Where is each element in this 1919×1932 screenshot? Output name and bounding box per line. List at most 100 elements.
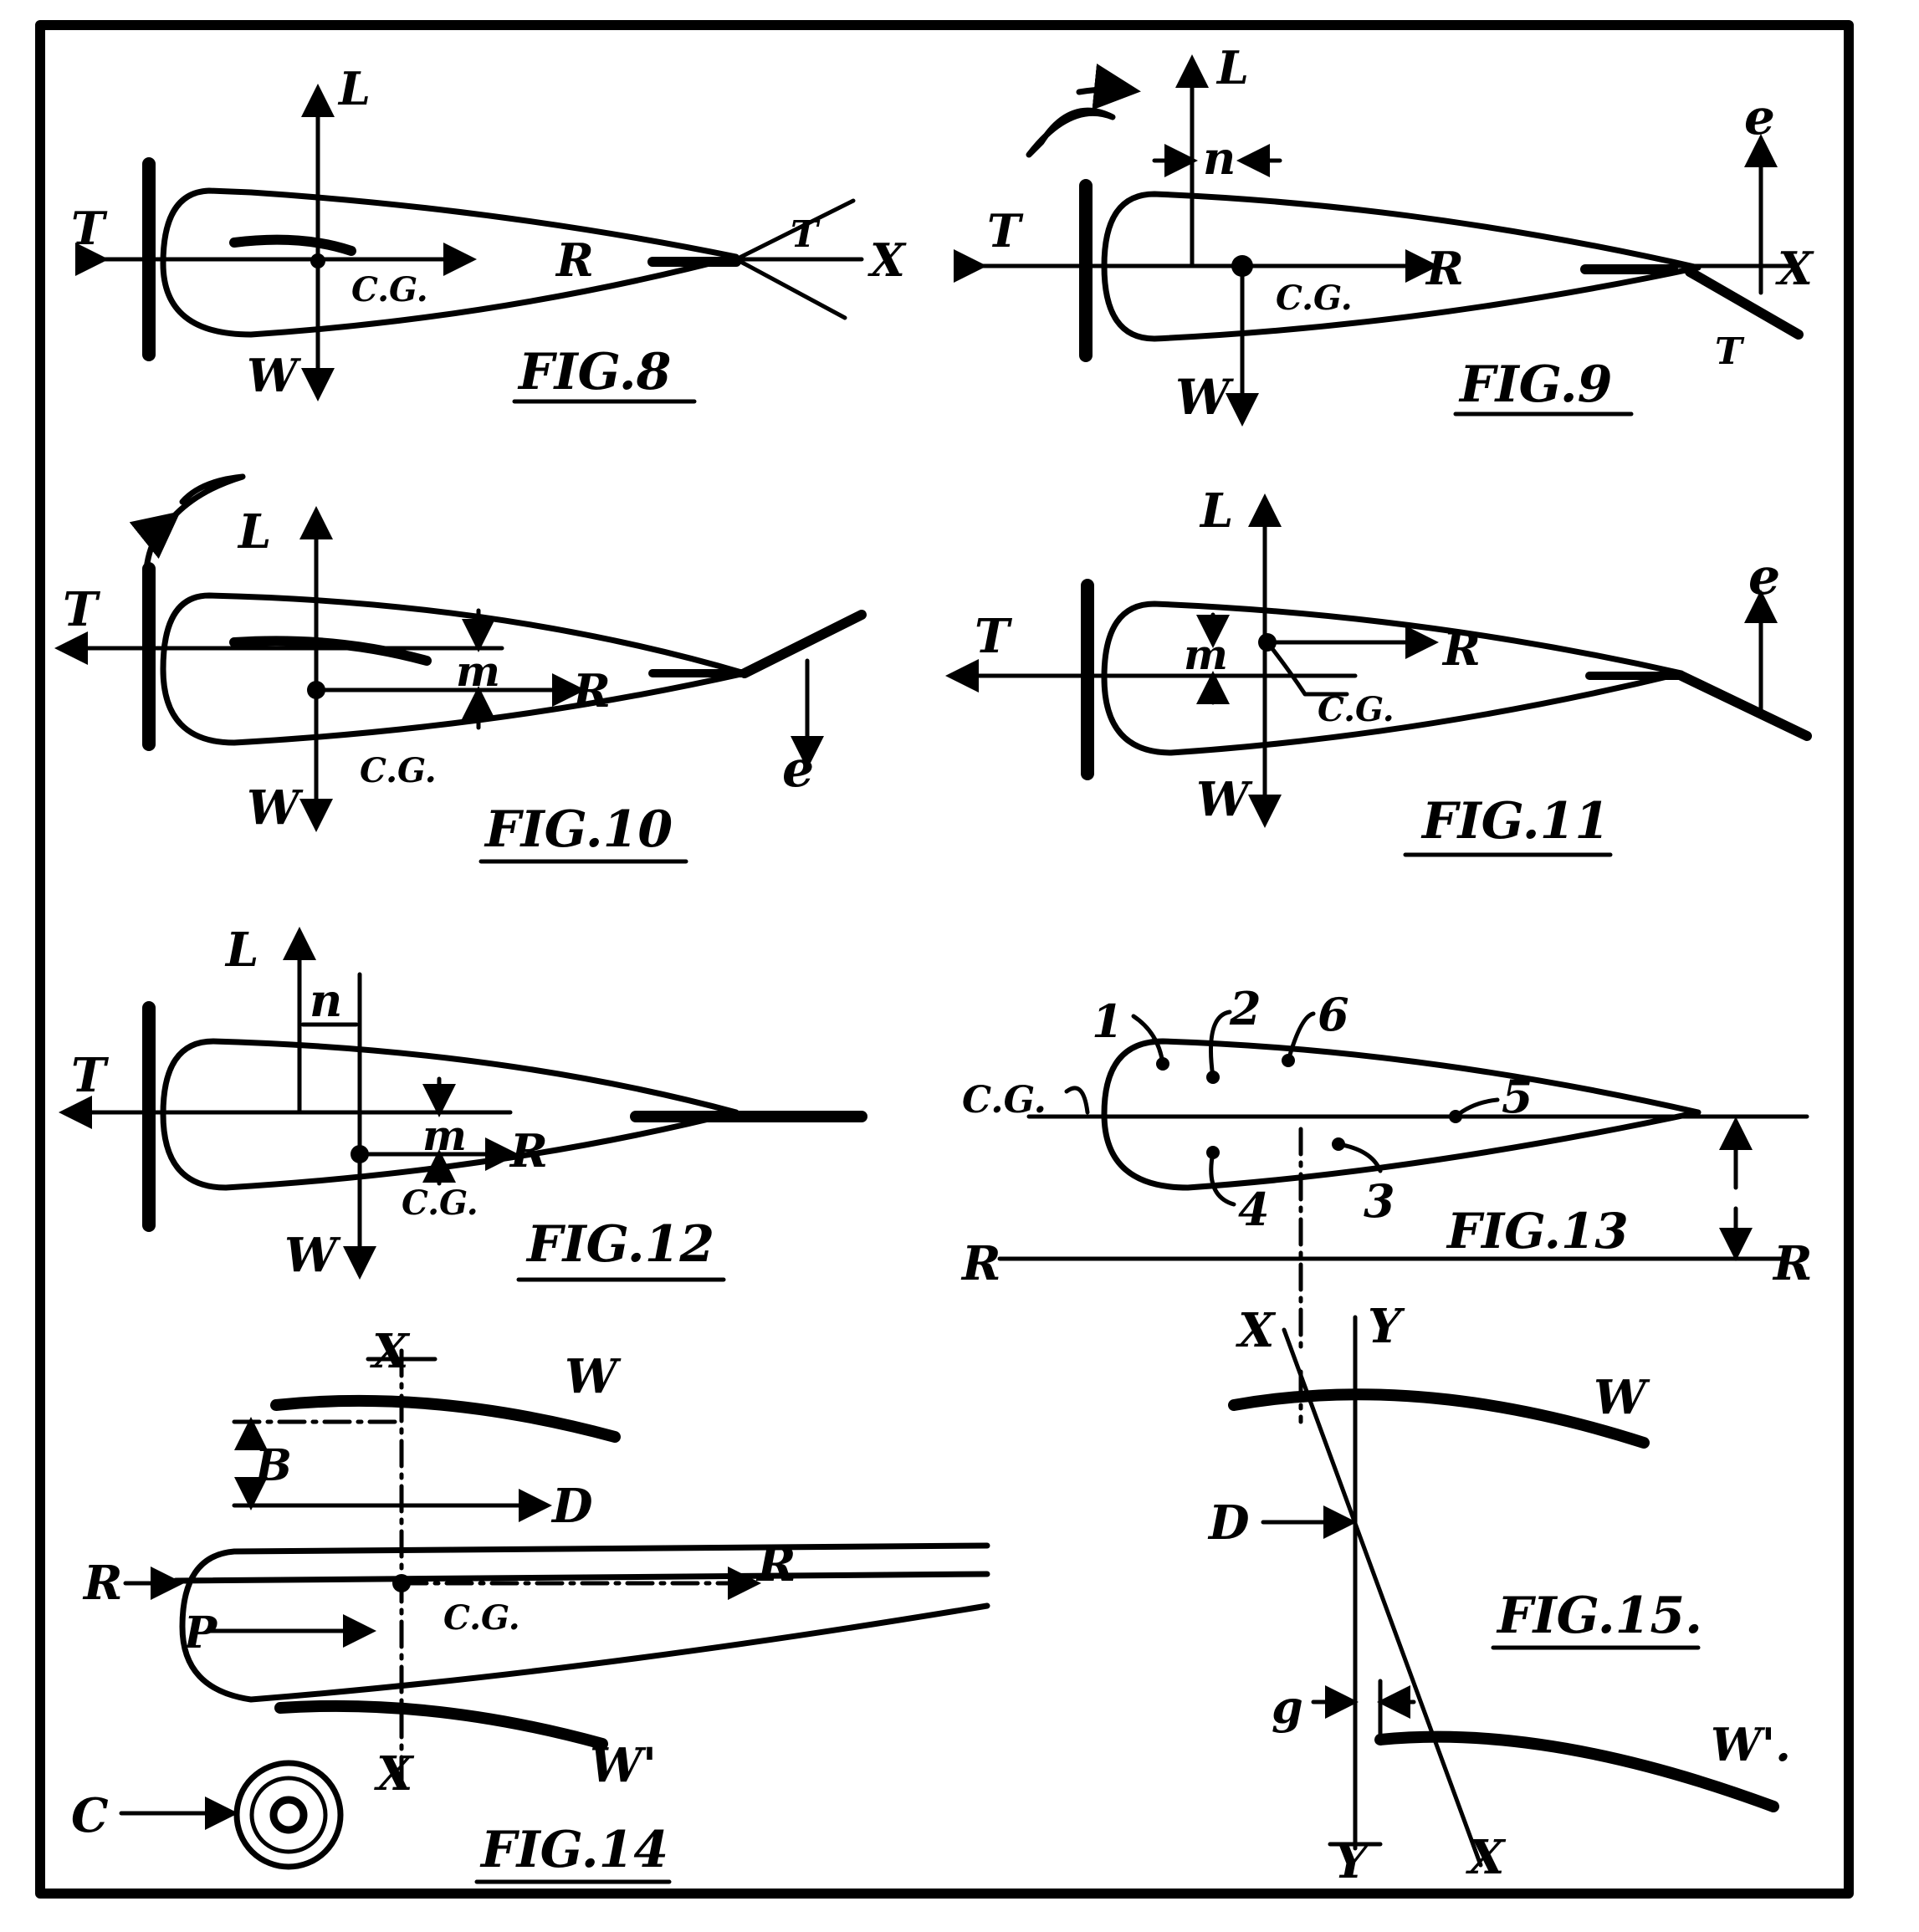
figure-caption: FIG.8 [517, 343, 671, 401]
cg-dot [1258, 633, 1277, 652]
label-W: W [1196, 772, 1253, 827]
label-1: 1 [1092, 994, 1123, 1048]
cg-leader [1265, 640, 1349, 697]
fuselage-outline [172, 1542, 990, 1703]
figure-14: X X W W' B D R R P C.G. C FIG.14 [71, 1324, 990, 1884]
x-axis-slanted [1282, 1327, 1483, 1868]
figure-9: L n T R C.G. W e X T FIG.9 [954, 41, 1814, 427]
label-X-bottom: X [374, 1746, 415, 1802]
wheel-hub [269, 1796, 308, 1834]
figure-caption: FIG.15. [1496, 1587, 1702, 1645]
elevator-down [1676, 671, 1812, 741]
outer-frame [35, 20, 1854, 1899]
label-g: g [1272, 1680, 1303, 1734]
figure-8: L T R C.G. W X T FIG.8 [71, 62, 907, 404]
elevator-deflection [734, 198, 856, 320]
label-e: e [1744, 89, 1775, 146]
label-R: R [1441, 622, 1481, 676]
label-6: 6 [1318, 988, 1349, 1041]
label-X: X [867, 233, 907, 287]
elevator-up [739, 610, 867, 678]
label-D: D [1207, 1495, 1250, 1551]
label-R: R [571, 664, 611, 718]
figure-caption: FIG.12 [525, 1215, 714, 1274]
label-R: R [509, 1124, 548, 1178]
label-T2: T [791, 213, 821, 256]
label-T: T [63, 582, 101, 637]
label-R-left: R [960, 1236, 1001, 1291]
cg-dot [351, 1145, 369, 1163]
label-e: e [782, 740, 814, 799]
rotation-arrow [1026, 89, 1129, 158]
cg-dot [310, 253, 325, 268]
label-P: P [182, 1607, 218, 1659]
label-X-top: X [1236, 1303, 1277, 1358]
figure-15: X Y W D g W'. Y X FIG.15. [1207, 1299, 1791, 1889]
label-Y-top: Y [1368, 1299, 1405, 1354]
cg-dot [1231, 255, 1253, 277]
label-R-right: R [755, 1537, 796, 1592]
label-W: W [1594, 1370, 1650, 1425]
label-T: T [71, 1048, 110, 1103]
label-L: L [1199, 483, 1233, 539]
label-L: L [237, 504, 271, 560]
label-T2: T [1715, 330, 1745, 373]
label-e: e [1748, 548, 1780, 606]
label-W: W [247, 349, 302, 402]
label-cg: C.G. [443, 1598, 520, 1638]
lower-wing [274, 1699, 608, 1750]
label-T: T [975, 609, 1013, 664]
label-cg: C.G. [360, 751, 437, 790]
label-L: L [224, 923, 258, 978]
label-X: X [1775, 242, 1814, 295]
label-W: W [565, 1349, 622, 1404]
label-2: 2 [1229, 982, 1261, 1035]
label-T: T [71, 202, 108, 255]
figure-caption: FIG.11 [1420, 792, 1609, 851]
cg-dot [392, 1574, 411, 1592]
label-R-right: R [1772, 1236, 1813, 1291]
upper-wing [1228, 1388, 1650, 1449]
figure-11: L T m R C.G. e W FIG.11 [945, 483, 1812, 857]
figure-caption: FIG.10 [484, 800, 673, 859]
label-n: n [1203, 131, 1236, 185]
label-W-prime: W'. [1711, 1718, 1791, 1771]
label-cg: C.G. [962, 1079, 1046, 1122]
figure-12: L n T m R C.G. W FIG.12 [59, 923, 867, 1283]
wheel-middle [249, 1776, 328, 1854]
lower-wing [1374, 1730, 1779, 1812]
fuselage-outline [1101, 1038, 1702, 1191]
label-n: n [310, 974, 342, 1027]
label-T: T [987, 204, 1024, 258]
figure-13: 1 2 6 5 4 3 C.G. R R FIG.13 [960, 982, 1813, 1349]
rotation-arrow [146, 473, 246, 572]
label-D: D [550, 1479, 593, 1534]
label-cg: C.G. [1318, 690, 1394, 729]
label-W: W [284, 1228, 341, 1283]
label-m: m [456, 647, 500, 696]
label-3: 3 [1364, 1174, 1395, 1228]
label-R-left: R [82, 1556, 123, 1611]
label-W-prime: W' [590, 1738, 657, 1793]
label-W: W [247, 780, 304, 836]
label-B: B [253, 1440, 292, 1491]
label-C: C [71, 1788, 109, 1843]
label-Y-bottom: Y [1334, 1834, 1372, 1889]
label-m: m [1184, 630, 1228, 679]
label-R: R [1425, 242, 1464, 295]
figure-caption: FIG.13 [1446, 1203, 1629, 1260]
label-m: m [422, 1111, 467, 1160]
label-L: L [337, 62, 371, 115]
wing-section [229, 234, 356, 256]
label-4: 4 [1238, 1183, 1270, 1236]
figure-caption: FIG.14 [479, 1821, 668, 1879]
label-X-top: X [370, 1324, 411, 1379]
label-cg: C.G. [351, 270, 428, 309]
elevator [1685, 267, 1804, 340]
figure-caption: FIG.9 [1458, 355, 1612, 414]
figure-10: L T m R C.G. e W FIG.10 [54, 473, 867, 864]
label-5: 5 [1502, 1070, 1533, 1123]
leader-lines [1064, 1009, 1500, 1207]
wing-section [229, 636, 432, 666]
